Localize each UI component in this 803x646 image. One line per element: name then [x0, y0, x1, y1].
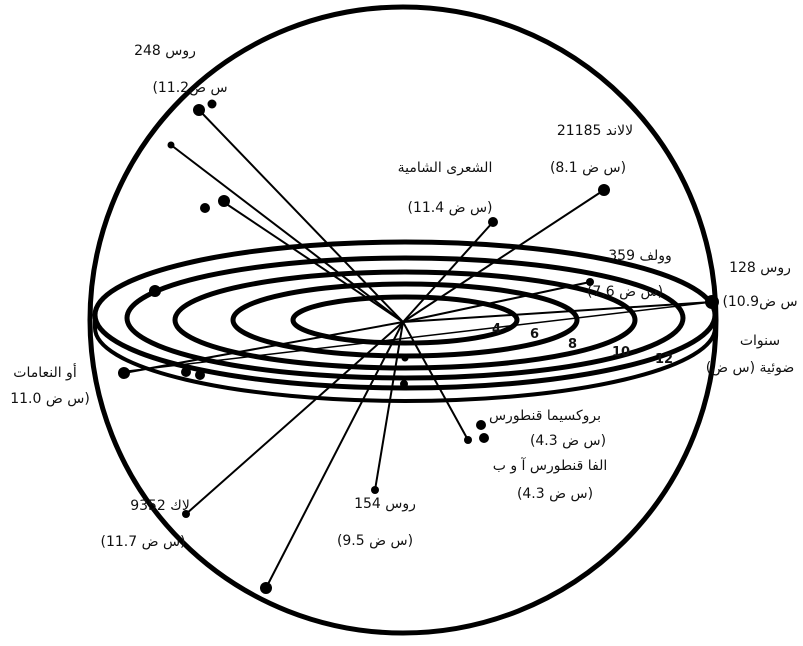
star-distance-lacaille: (11.7 س ض) [100, 534, 185, 550]
star-name-sirius: الشعرى الشامية [398, 160, 493, 176]
star-distance-epsilon-eridani: 11.0 س ض) [10, 391, 90, 407]
star-dot [195, 370, 205, 380]
star-distance-ross-248: (11.2س ض [152, 80, 227, 96]
star-dot [488, 217, 498, 227]
star-sight-lines [123, 109, 713, 589]
line-ross-154 [374, 321, 404, 491]
star-name-proxima: بروكسيما قنطورس [489, 408, 601, 424]
star-dot [260, 582, 272, 594]
line-ross-128 [402, 301, 713, 323]
ring-label-4: 4 [492, 322, 501, 337]
line-upper-mid [221, 200, 404, 323]
star-name-lalande: لالاند 21185 [557, 123, 633, 139]
star-dot [218, 195, 230, 207]
star-name-alpha-centauri: الفا قنطورس آ و ب [493, 457, 608, 474]
star-dot [401, 354, 409, 362]
star-dot [476, 420, 486, 430]
star-dot [182, 510, 190, 518]
line-lalande [402, 189, 605, 323]
star-name-ross-154: روس 154 [354, 496, 416, 512]
star-dot [149, 285, 161, 297]
star-dot [586, 278, 594, 286]
star-dot [400, 380, 408, 388]
star-labels: روس 248 (11.2س ض لالاند 21185 (8.1 س ض) … [10, 43, 797, 550]
line-sirius [402, 221, 494, 323]
ring-label-8: 8 [568, 337, 577, 352]
star-distance-wolf-359: (7.6 س ض) [587, 284, 663, 300]
star-dot [200, 203, 210, 213]
axis-title-line2: ضوئية (س ض) [706, 360, 795, 376]
ring-label-6: 6 [530, 327, 539, 342]
line-wolf [402, 281, 591, 323]
star-dot [464, 436, 472, 444]
line-ross-248 [198, 109, 404, 323]
line-proxima [402, 321, 469, 441]
line-lower-left [265, 321, 404, 589]
line-upper-left [170, 144, 404, 323]
star-dot [371, 486, 379, 494]
ring-10 [124, 255, 686, 381]
star-distance-ross-128: (10.9س ض [722, 294, 797, 310]
ring-4 [290, 294, 520, 346]
star-name-lacaille: لاك 9352 [130, 498, 190, 514]
star-distance-lalande: (8.1 س ض) [550, 160, 626, 176]
distance-rings [92, 239, 718, 391]
star-dot [705, 295, 719, 309]
ring-label-12: 12 [655, 352, 673, 367]
ring-8 [172, 269, 638, 371]
star-dot [479, 433, 489, 443]
star-dot [181, 367, 191, 377]
line-lacaille [185, 321, 404, 515]
star-name-wolf-359: وولف 359 [608, 248, 671, 264]
disc-rim [93, 315, 717, 403]
star-distance-proxima: (4.3 س ض) [530, 433, 606, 449]
star-name-ross-248: روس 248 [134, 43, 196, 59]
ring-labels: 4 6 8 10 12 [492, 322, 673, 367]
star-dots [118, 99, 719, 594]
star-distance-ross-154: (9.5 س ض) [337, 533, 413, 549]
star-dot [167, 141, 175, 149]
star-dot [118, 367, 130, 379]
star-dot [598, 184, 610, 196]
star-distance-sirius: (11.4 س ض) [407, 200, 492, 216]
axis-title-line1: سنوات [740, 333, 780, 349]
star-dot [207, 99, 217, 109]
line-epsilon-eridani [123, 321, 404, 374]
star-name-epsilon-eridani: أو النعامات [13, 363, 77, 381]
star-dot [193, 104, 205, 116]
star-distance-alpha-centauri: (4.3 س ض) [517, 486, 593, 502]
plane-axis-line [119, 301, 713, 373]
star-name-ross-128: روس 128 [729, 260, 791, 276]
ring-label-10: 10 [612, 345, 630, 360]
